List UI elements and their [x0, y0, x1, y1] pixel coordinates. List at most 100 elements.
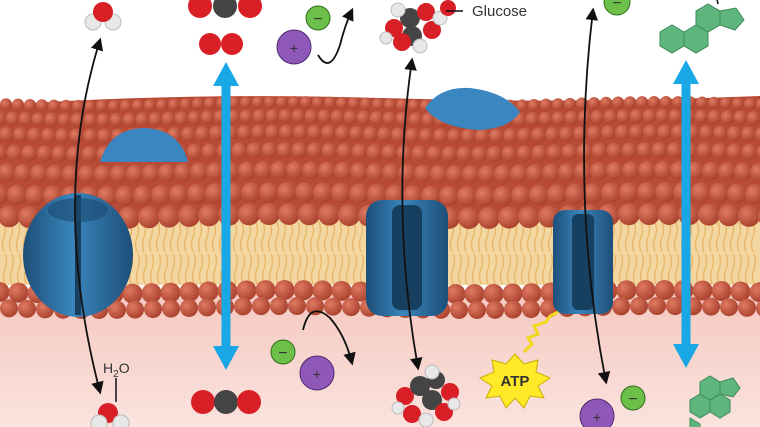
phospholipid-head — [741, 126, 756, 142]
phospholipid-head — [252, 96, 264, 109]
phospholipid-head — [168, 98, 180, 111]
phospholipid-head — [660, 96, 672, 109]
phospholipid-head — [304, 109, 319, 124]
water-label-h: H — [103, 360, 113, 376]
phospholipid-head — [447, 128, 462, 144]
phospholipid-head — [295, 182, 315, 203]
phospholipid-head — [255, 280, 276, 301]
lipid-tail — [15, 221, 22, 285]
lipid-tail — [211, 221, 218, 285]
phospholipid-head — [181, 126, 196, 142]
phospholipid-head — [46, 164, 64, 183]
phospholipid-head — [84, 99, 96, 112]
phospholipid-head — [274, 280, 295, 301]
diffusion-arrow-hormone — [673, 60, 699, 368]
phospholipid-head — [144, 300, 162, 319]
phospholipid-head — [501, 145, 518, 162]
phospholipid-head — [426, 145, 443, 162]
lipid-tail — [337, 221, 344, 285]
phospholipid-head — [62, 164, 80, 183]
lipid-tail — [323, 221, 330, 285]
phospholipid-head — [317, 109, 332, 124]
phospholipid-head — [241, 182, 261, 203]
phospholipid-head — [702, 161, 720, 180]
lipid-tail — [708, 221, 715, 285]
phospholipid-head — [648, 96, 660, 109]
phospholipid-head — [0, 98, 12, 111]
phospholipid-head — [122, 283, 143, 304]
phospholipid-head — [331, 182, 351, 203]
glucose-molecule-bottom — [391, 364, 461, 427]
phospholipid-head — [200, 110, 215, 125]
phospholipid-head — [135, 112, 150, 127]
phospholipid-head — [590, 161, 608, 180]
phospholipid-head — [349, 183, 369, 204]
phospholipid-head — [158, 163, 176, 182]
phospholipid-head — [69, 128, 84, 144]
phospholipid-head — [738, 204, 760, 227]
phospholipid-head — [60, 99, 72, 112]
lipid-tail — [344, 221, 351, 285]
phospholipid-head — [186, 143, 203, 160]
phospholipid-head — [334, 161, 352, 180]
phospholipid-head — [312, 280, 333, 301]
phospholipid-head — [160, 282, 181, 303]
phospholipid-head — [277, 182, 297, 203]
phospholipid-head — [115, 185, 135, 206]
atp-energy-squiggle — [522, 310, 559, 354]
phospholipid-head — [236, 280, 257, 301]
phospholipid-head — [709, 182, 729, 203]
phospholipid-head — [637, 182, 657, 203]
atp-label: ATP — [501, 373, 530, 390]
phospholipid-head — [551, 111, 566, 126]
lipid-tail — [288, 221, 295, 285]
phospholipid-head — [44, 112, 59, 127]
water-molecule-top — [84, 2, 122, 31]
phospholipid-head — [252, 297, 270, 316]
phospholipid-head — [658, 203, 680, 226]
phospholipid-head — [547, 184, 567, 205]
phospholipid-head — [31, 112, 46, 127]
phospholipid-head — [600, 96, 612, 109]
cation-pump-bottom — [579, 398, 615, 427]
phospholipid-head — [475, 128, 490, 144]
phospholipid-head — [336, 96, 348, 109]
phospholipid-head — [251, 124, 266, 140]
phospholipid-head — [408, 112, 423, 127]
ion-pair-bottom: − + — [270, 339, 335, 391]
phospholipid-head — [179, 281, 200, 302]
phospholipid-head — [265, 124, 280, 140]
phospholipid-head — [258, 203, 280, 226]
phospholipid-head — [351, 143, 368, 160]
phospholipid-head — [348, 97, 360, 110]
phospholipid-head — [83, 128, 98, 144]
cation-pump-bottom-sign: + — [593, 409, 601, 425]
lipid-tail — [645, 221, 652, 285]
phospholipid-head — [382, 163, 400, 182]
phospholipid-head — [0, 299, 18, 318]
phospholipid-head — [291, 109, 306, 124]
phospholipid-head — [94, 164, 112, 183]
water-transport-arrow — [74, 37, 104, 395]
phospholipid-head — [643, 124, 658, 140]
phospholipid-head — [293, 124, 308, 140]
phospholipid-head — [574, 162, 592, 181]
phospholipid-head — [0, 205, 20, 228]
lipid-tail — [722, 221, 729, 285]
phospholipid-head — [629, 109, 644, 124]
phospholipid-head — [445, 283, 466, 304]
phospholipid-head — [302, 161, 320, 180]
water-label: H2O — [103, 360, 130, 402]
phospholipid-head — [5, 111, 20, 126]
phospholipid-head — [396, 144, 413, 161]
phospholipid-head — [564, 110, 579, 125]
phospholipid-head — [313, 182, 333, 203]
phospholipid-head — [350, 281, 371, 302]
phospholipid-head — [201, 143, 218, 160]
phospholipid-head — [279, 124, 294, 140]
phospholipid-head — [558, 162, 576, 181]
phospholipid-head — [590, 109, 605, 124]
lipid-tail — [631, 221, 638, 285]
phospholipid-head — [238, 203, 260, 226]
phospholipid-head — [720, 110, 735, 125]
